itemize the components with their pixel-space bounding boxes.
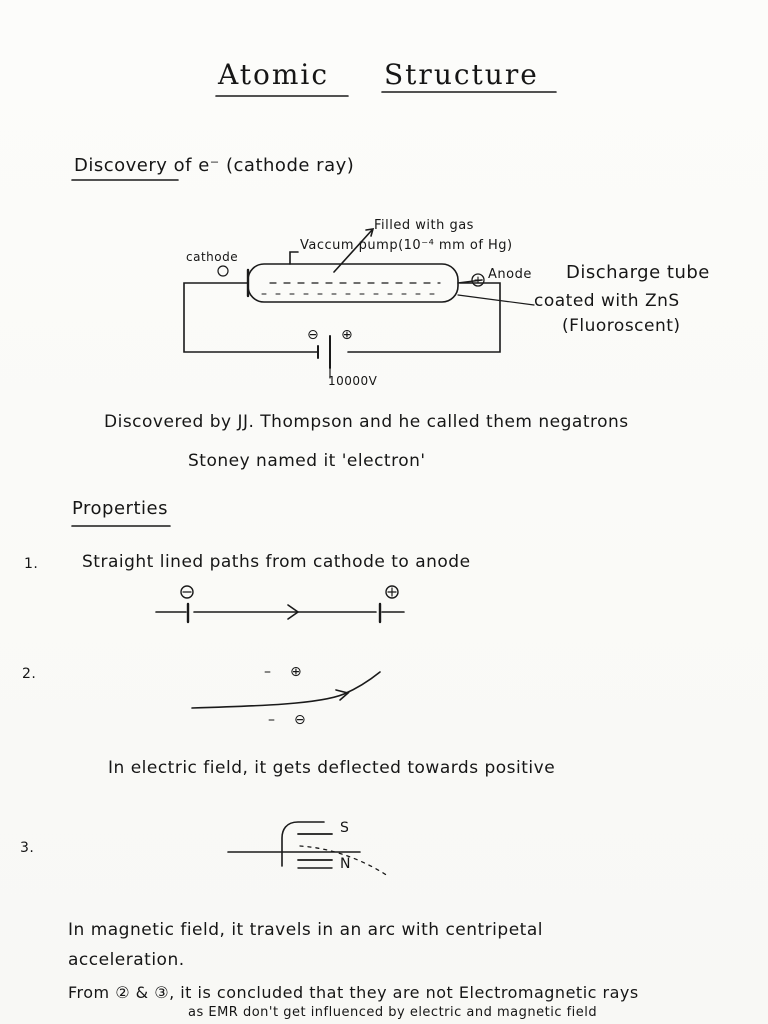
- fig2-plus-circle: ⊕: [290, 664, 303, 680]
- label-discharge-tube: Discharge tube: [566, 262, 710, 283]
- conclusion-line-2: as EMR don't get influenced by electric …: [188, 1005, 598, 1020]
- fig3-north-label: N: [340, 856, 351, 872]
- property-number-2: 2.: [22, 666, 37, 682]
- fig2-minus-bottom: –: [268, 712, 276, 728]
- conclusion-line-1: From ② & ③, it is concluded that they ar…: [68, 983, 639, 1002]
- label-vacuum-pump: Vaccum pump(10⁻⁴ mm of Hg): [300, 238, 513, 253]
- fig3-magnet-drawing: [227, 821, 389, 877]
- battery-plus-sign: ⊕: [341, 327, 354, 343]
- discovery-line-1: Discovered by JJ. Thompson and he called…: [104, 412, 629, 432]
- fig1-straight-path: [155, 585, 405, 624]
- circuit-wires: [183, 282, 501, 379]
- fig2-deflection-path: [191, 671, 381, 709]
- discharge-tube-drawing: [217, 228, 535, 306]
- property-text-1: Straight lined paths from cathode to ano…: [82, 552, 471, 572]
- property-text-2: In electric field, it gets deflected tow…: [108, 758, 556, 778]
- label-anode: Anode: [488, 267, 532, 282]
- label-filled-with-gas: Filled with gas: [374, 218, 474, 233]
- label-fluorescent: (Fluoroscent): [562, 316, 681, 336]
- property-text-3-cont: acceleration.: [68, 950, 185, 970]
- title-word-atomic: Atomic: [218, 58, 330, 91]
- label-coated-zns: coated with ZnS: [534, 291, 680, 311]
- label-cathode: cathode: [186, 250, 239, 264]
- properties-heading: Properties: [72, 498, 168, 519]
- battery-minus-sign: ⊖: [307, 327, 320, 343]
- section-heading: Discovery of e⁻ (cathode ray): [74, 155, 355, 176]
- fig3-south-label: S: [340, 820, 350, 836]
- fig2-minus-circle: ⊖: [294, 712, 307, 728]
- property-number-1: 1.: [24, 556, 39, 572]
- property-number-3: 3.: [20, 840, 35, 856]
- title-word-structure: Structure: [384, 58, 539, 91]
- property-text-3: In magnetic field, it travels in an arc …: [68, 920, 543, 940]
- label-voltage: 10000V: [328, 374, 378, 388]
- discovery-line-2: Stoney named it 'electron': [188, 451, 426, 471]
- fig2-minus-top: –: [264, 664, 272, 680]
